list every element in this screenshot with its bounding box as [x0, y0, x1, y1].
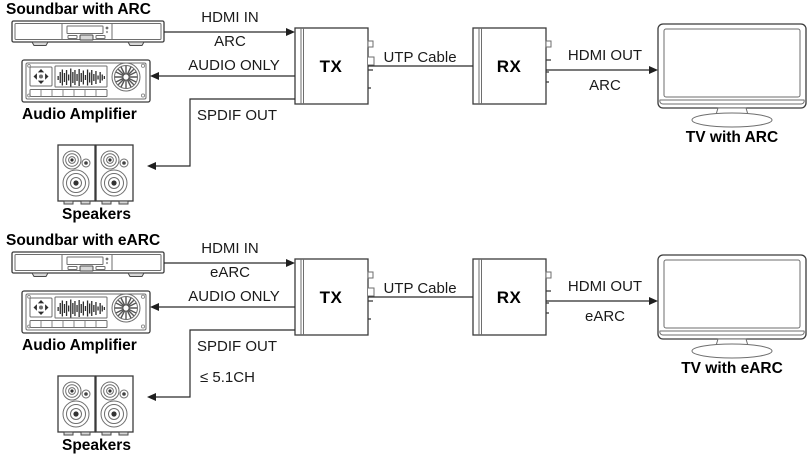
soundbar-device-earc [11, 251, 165, 277]
hdmi-in-label-arc: HDMI IN [201, 9, 259, 26]
hdmi-out-label-arc: HDMI OUT [568, 47, 642, 64]
soundbar-heading-earc: Soundbar with eARC [6, 232, 160, 249]
wire-audio-only-earc [150, 303, 295, 311]
utp-cable-label-earc: UTP Cable [383, 280, 456, 297]
section-earc: Soundbar with eARC [6, 232, 807, 454]
soundbar-heading-arc: Soundbar with ARC [6, 1, 151, 18]
hdmi-in-label-earc: HDMI IN [201, 240, 259, 257]
channels-label-earc: ≤ 5.1CH [200, 369, 255, 386]
wire-spdif-out-arc [147, 98, 295, 170]
rx-box-arc: RX [472, 27, 552, 105]
utp-cable-label-arc: UTP Cable [383, 49, 456, 66]
rx-label-arc: RX [497, 57, 522, 76]
audio-amplifier-device-earc [21, 290, 151, 334]
amplifier-caption-earc: Audio Amplifier [22, 337, 137, 354]
wire-hdmi-in-arc [164, 28, 295, 36]
wire-hdmi-out-arc [546, 66, 658, 74]
spdif-out-label-earc: SPDIF OUT [197, 338, 277, 355]
tx-label-earc: TX [320, 288, 343, 307]
audio-only-label-arc: AUDIO ONLY [188, 57, 279, 74]
earc-out-label-earc: eARC [585, 308, 625, 325]
amplifier-caption-arc: Audio Amplifier [22, 106, 137, 123]
tv-device-earc [657, 254, 807, 359]
soundbar-device-arc [11, 20, 165, 46]
tx-box-earc: TX [294, 258, 375, 336]
speakers-device-arc [57, 144, 134, 205]
rx-box-earc: RX [472, 258, 552, 336]
speakers-caption-earc: Speakers [62, 437, 131, 454]
audio-only-label-earc: AUDIO ONLY [188, 288, 279, 305]
section-arc: Soundbar with ARC [6, 1, 807, 223]
wire-hdmi-out-earc [546, 297, 658, 305]
wire-spdif-out-earc [147, 329, 295, 401]
wire-hdmi-in-earc [164, 259, 295, 267]
tx-label-arc: TX [320, 57, 343, 76]
speakers-device-earc [57, 375, 134, 436]
tv-caption-arc: TV with ARC [686, 129, 778, 146]
audio-amplifier-device-arc [21, 59, 151, 103]
spdif-out-label-arc: SPDIF OUT [197, 107, 277, 124]
speakers-caption-arc: Speakers [62, 206, 131, 223]
hdmi-out-label-earc: HDMI OUT [568, 278, 642, 295]
arc-in-label-arc: ARC [214, 33, 246, 50]
arc-out-label-arc: ARC [589, 77, 621, 94]
earc-in-label-earc: eARC [210, 264, 250, 281]
wire-audio-only-arc [150, 72, 295, 80]
tx-box-arc: TX [294, 27, 375, 105]
rx-label-earc: RX [497, 288, 522, 307]
tv-device-arc [657, 23, 807, 128]
tv-caption-earc: TV with eARC [681, 360, 783, 377]
